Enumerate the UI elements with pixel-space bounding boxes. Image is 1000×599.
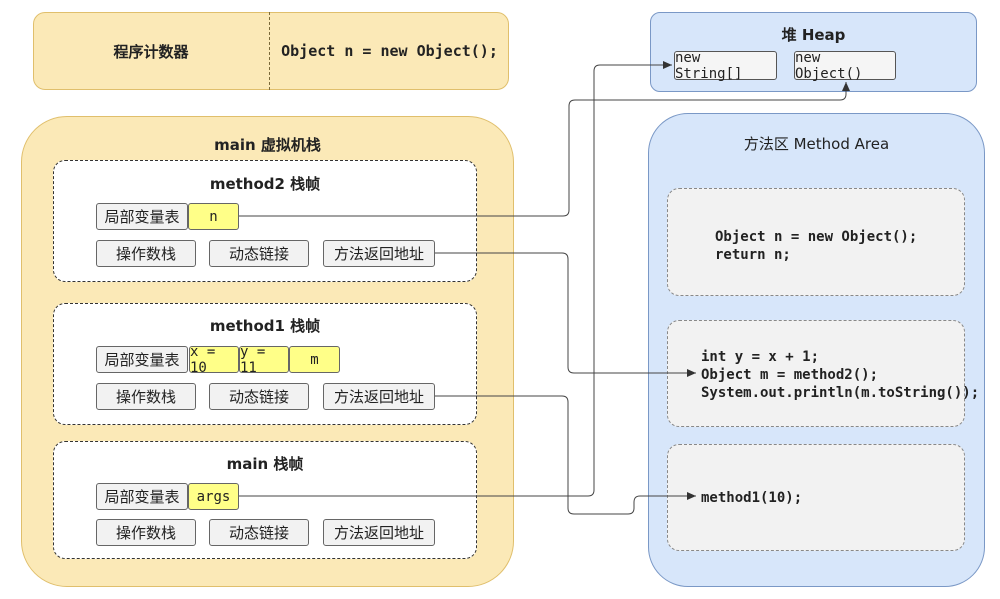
program-counter-divider — [269, 12, 270, 90]
dynamic-link: 动态链接 — [209, 240, 309, 267]
code-line: method1(10); — [701, 490, 803, 506]
frame-title: method1 栈帧 — [209, 316, 321, 335]
heap-object-string-array: new String[] — [674, 50, 777, 82]
return-address: 方法返回地址 — [323, 383, 435, 410]
method1-code-block: int y = x + 1; Object m = method2(); Sys… — [667, 320, 979, 427]
frame-title: method2 栈帧 — [209, 174, 321, 193]
method2-code-block: Object n = new Object(); return n; — [667, 188, 965, 296]
frame-title: main 栈帧 — [226, 454, 304, 473]
operand-stack: 操作数栈 — [96, 240, 196, 267]
local-variable-table-label: 局部变量表 — [96, 346, 188, 373]
return-address: 方法返回地址 — [323, 519, 435, 546]
code-line: System.out.println(m.toString()); — [701, 385, 980, 401]
operand-stack: 操作数栈 — [96, 519, 196, 546]
local-variable-m: m — [289, 346, 340, 373]
local-variable-x: x = 10 — [189, 344, 239, 376]
method-area-title: 方法区 Method Area — [743, 134, 890, 153]
local-variable-y: y = 11 — [239, 344, 289, 376]
program-counter-label: 程序计数器 — [113, 42, 189, 61]
code-line: int y = x + 1; — [701, 349, 820, 365]
local-variable-n: n — [188, 203, 239, 230]
return-address: 方法返回地址 — [323, 240, 435, 267]
jvm-stack-title: main 虚拟机栈 — [214, 135, 321, 154]
heap-title: 堆 Heap — [781, 25, 846, 44]
heap-object-object: new Object() — [794, 50, 896, 82]
dynamic-link: 动态链接 — [209, 519, 309, 546]
program-counter-value: Object n = new Object(); — [281, 42, 498, 60]
code-line: Object m = method2(); — [701, 367, 879, 383]
operand-stack: 操作数栈 — [96, 383, 196, 410]
dynamic-link: 动态链接 — [209, 383, 309, 410]
main-code-block: method1(10); — [667, 444, 965, 551]
local-variable-args: args — [188, 483, 239, 510]
local-variable-table-label: 局部变量表 — [96, 483, 188, 510]
code-line: return n; — [715, 247, 791, 263]
code-line: Object n = new Object(); — [715, 229, 918, 245]
local-variable-table-label: 局部变量表 — [96, 203, 188, 230]
